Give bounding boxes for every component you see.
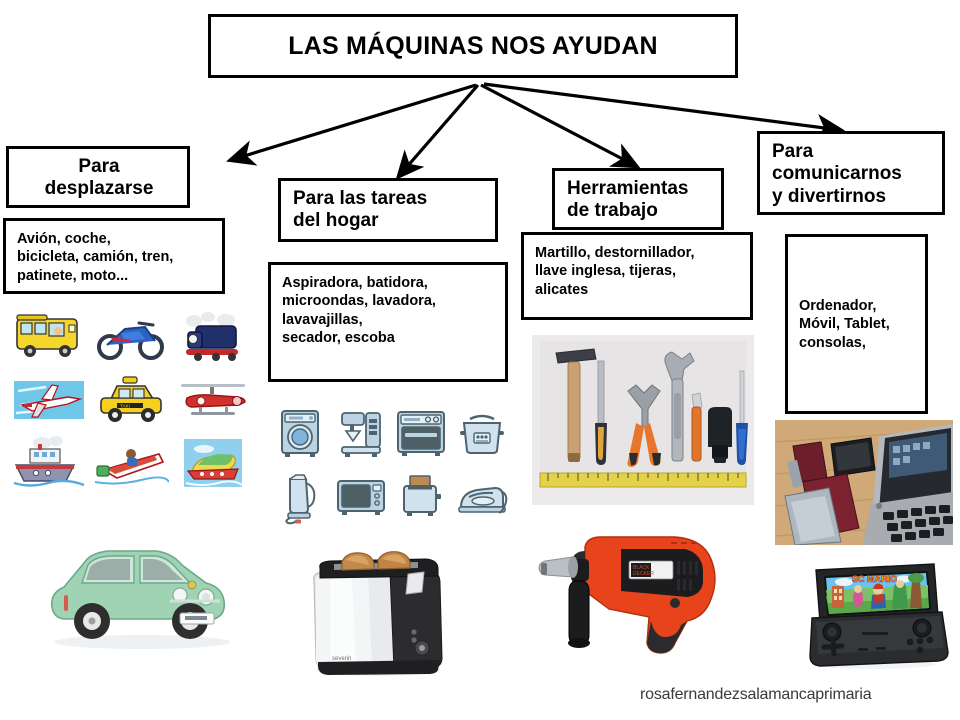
speedboat-clipart: [90, 432, 172, 495]
branch-items-desplazarse: Avión, coche, bicicleta, camión, tren, p…: [3, 218, 225, 294]
microwave-icon: [331, 465, 392, 530]
arrow-to-tareas: [395, 83, 480, 180]
green-classic-car-photo: [30, 535, 245, 655]
branch-heading-desplazarse: Para desplazarse: [6, 146, 190, 208]
vehicles-clipart-grid: TAXI: [8, 305, 254, 495]
watermark-credit: rosafernandezsalamancaprimaria: [640, 686, 872, 703]
arrow-to-herramientas: [480, 83, 641, 169]
arrow-to-comunicarnos: [483, 82, 846, 140]
oven-icon: [391, 400, 452, 465]
handheld-console-photo: SC MARIO: [792, 560, 952, 675]
arrow-to-desplazarse: [226, 83, 477, 166]
train-clipart: [172, 305, 254, 368]
ship-clipart: [8, 432, 90, 495]
branch-items-comunicarnos: Ordenador, Móvil, Tablet, consolas,: [785, 234, 928, 414]
appliance-icon-grid: [270, 400, 512, 530]
toaster-photo: severin: [290, 550, 470, 680]
branch-items-herramientas: Martillo, destornillador, llave inglesa,…: [521, 232, 753, 320]
helicopter-clipart: [172, 368, 254, 431]
svg-text:DECKER: DECKER: [633, 571, 654, 577]
page-title: LAS MÁQUINAS NOS AYUDAN: [208, 14, 738, 78]
coffee-maker-icon: [331, 400, 392, 465]
laptop-and-phones-photo: [774, 420, 954, 546]
branch-items-tareas: Aspiradora, batidora, microondas, lavado…: [268, 262, 508, 382]
branch-heading-herramientas: Herramientas de trabajo: [552, 168, 724, 230]
rice-cooker-icon: [452, 400, 513, 465]
console-game-title: SC MARIO: [852, 574, 897, 584]
toaster-icon: [391, 465, 452, 530]
hydrofoil-clipart: [172, 432, 254, 495]
branch-heading-comunicarnos: Para comunicarnos y divertirnos: [757, 131, 945, 215]
school-bus-clipart: [8, 305, 90, 368]
clothes-iron-icon: [452, 465, 513, 530]
taxi-clipart: TAXI: [90, 368, 172, 431]
branch-heading-tareas: Para las tareas del hogar: [278, 178, 498, 242]
svg-text:BLACK: BLACK: [633, 565, 650, 571]
electric-kettle-icon: [270, 465, 331, 530]
hand-tools-photo: [532, 335, 754, 505]
svg-text:severin: severin: [332, 656, 351, 662]
power-drill-photo: BLACK DECKER: [525, 525, 740, 665]
svg-text:TAXI: TAXI: [120, 403, 130, 408]
airplane-clipart: [8, 368, 90, 431]
washing-machine-icon: [270, 400, 331, 465]
motorcycle-clipart: [90, 305, 172, 368]
